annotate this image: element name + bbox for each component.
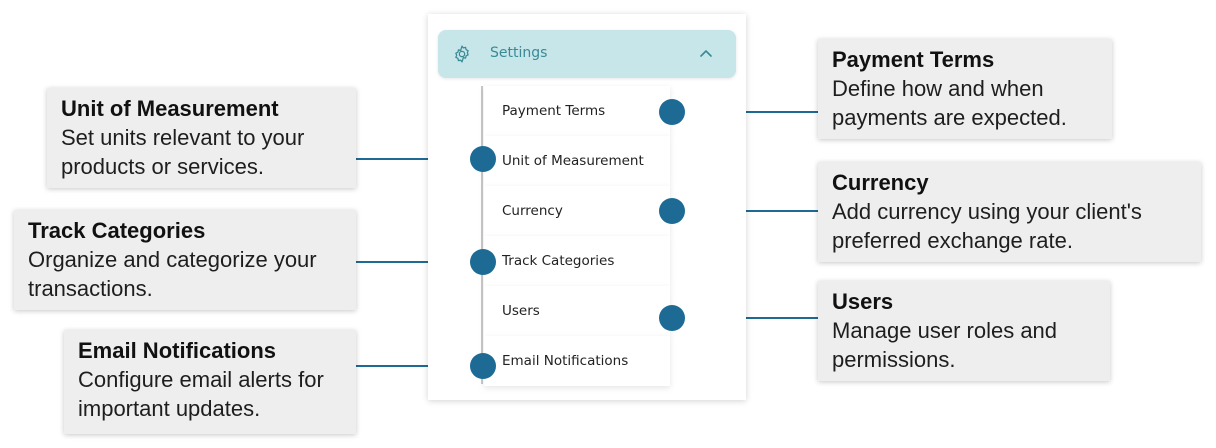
- menu-item-label: Track Categories: [502, 253, 615, 269]
- callout-description: Add currency using your client's preferr…: [832, 199, 1142, 253]
- marker-dot-payment-terms: [659, 99, 685, 125]
- settings-label: Settings: [490, 45, 548, 61]
- menu-item-label: Currency: [502, 203, 563, 219]
- callout-description: Configure email alerts for important upd…: [78, 367, 324, 421]
- marker-dot-currency: [659, 198, 685, 224]
- menu-item-users[interactable]: Users: [484, 286, 670, 336]
- settings-submenu: Payment Terms Unit of Measurement Curren…: [484, 86, 670, 386]
- menu-item-unit-of-measurement[interactable]: Unit of Measurement: [484, 136, 670, 186]
- gear-icon: [455, 45, 469, 63]
- settings-panel: Settings Payment Terms Unit of Measureme…: [428, 14, 746, 400]
- callout-email-notifications: Email Notifications Configure email aler…: [64, 330, 356, 434]
- marker-dot-users: [659, 305, 685, 331]
- callout-title: Payment Terms: [832, 47, 995, 72]
- menu-item-track-categories[interactable]: Track Categories: [484, 236, 670, 286]
- menu-item-label: Users: [502, 303, 540, 319]
- menu-item-label: Unit of Measurement: [502, 153, 644, 169]
- menu-item-label: Payment Terms: [502, 103, 606, 119]
- menu-item-payment-terms[interactable]: Payment Terms: [484, 86, 670, 136]
- callout-currency: Currency Add currency using your client'…: [818, 162, 1201, 262]
- callout-description: Organize and categorize your transaction…: [28, 247, 317, 301]
- chevron-up-icon[interactable]: [700, 49, 712, 57]
- menu-item-currency[interactable]: Currency: [484, 186, 670, 236]
- callout-track-categories: Track Categories Organize and categorize…: [14, 210, 356, 310]
- callout-unit-of-measurement: Unit of Measurement Set units relevant t…: [47, 88, 356, 188]
- callout-users: Users Manage user roles and permissions.: [818, 281, 1110, 381]
- submenu-indent-line: [481, 86, 483, 384]
- callout-title: Currency: [832, 170, 929, 195]
- callout-title: Email Notifications: [78, 338, 277, 363]
- callout-title: Unit of Measurement: [61, 96, 279, 121]
- callout-description: Set units relevant to your products or s…: [61, 125, 305, 179]
- callout-description: Manage user roles and permissions.: [832, 318, 1058, 372]
- marker-dot-unit-of-measurement: [470, 146, 496, 172]
- callout-payment-terms: Payment Terms Define how and when paymen…: [818, 39, 1112, 139]
- marker-dot-track-categories: [470, 249, 496, 275]
- settings-menu-header[interactable]: Settings: [438, 30, 736, 78]
- marker-dot-email-notifications: [470, 353, 496, 379]
- callout-title: Track Categories: [28, 218, 206, 243]
- callout-description: Define how and when payments are expecte…: [832, 76, 1067, 130]
- menu-item-label: Email Notifications: [502, 353, 629, 369]
- callout-title: Users: [832, 289, 894, 314]
- menu-item-email-notifications[interactable]: Email Notifications: [484, 336, 670, 386]
